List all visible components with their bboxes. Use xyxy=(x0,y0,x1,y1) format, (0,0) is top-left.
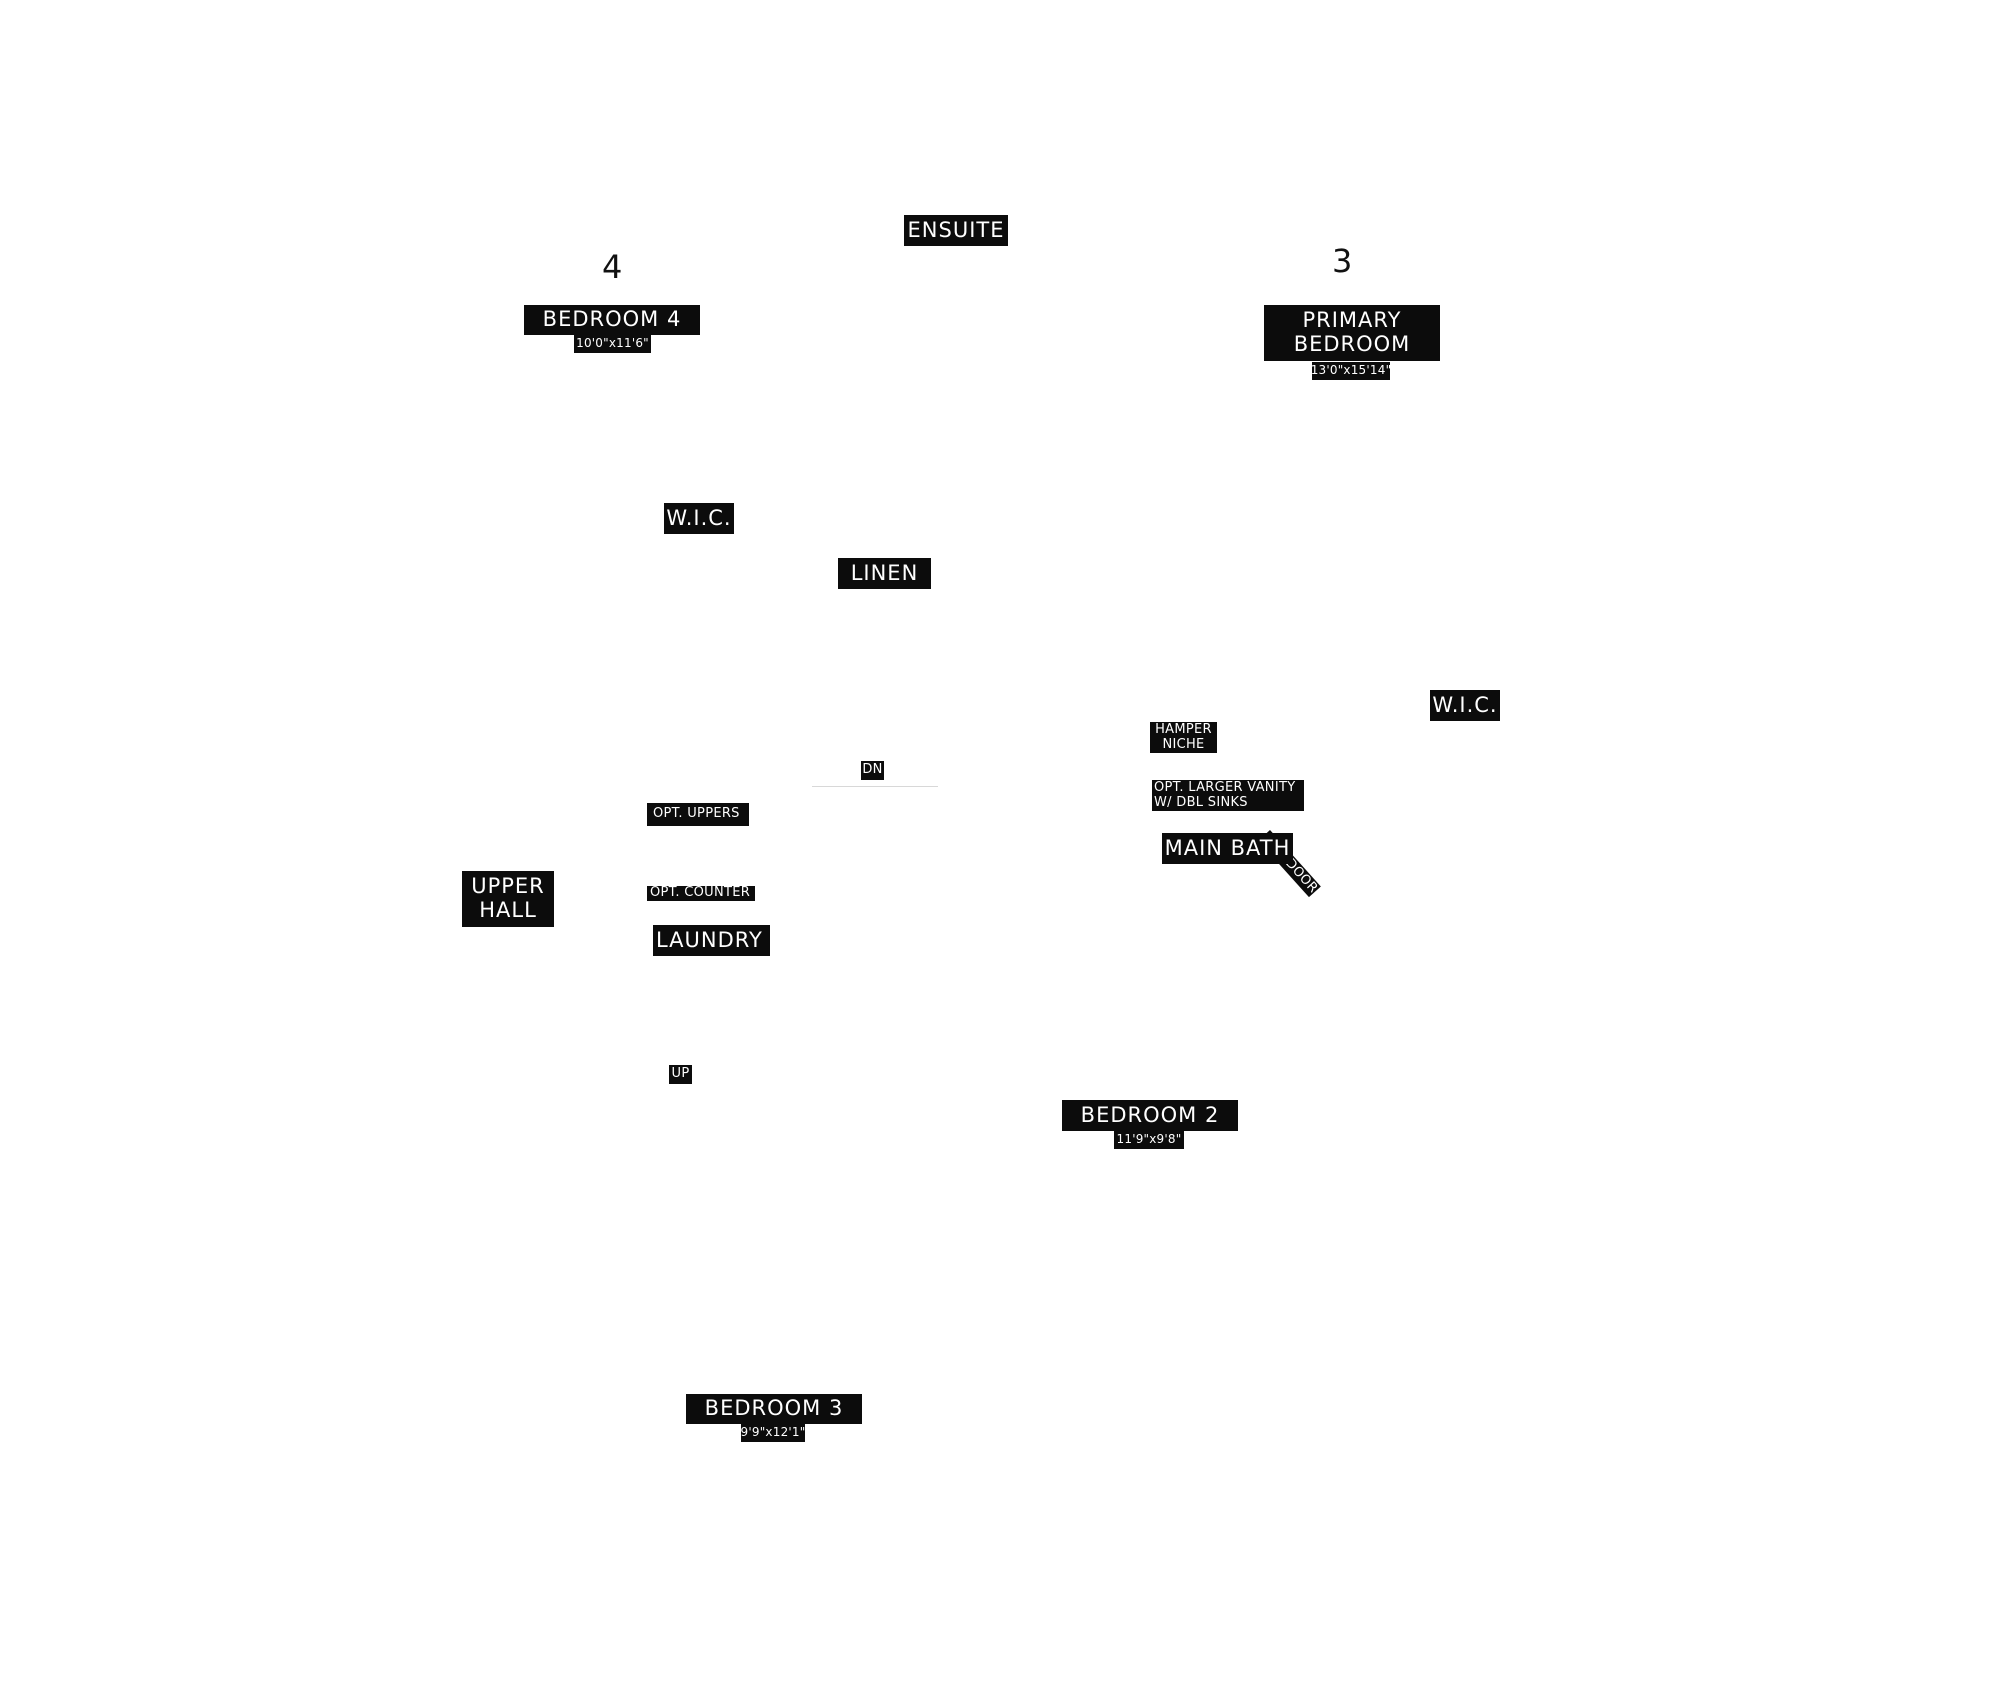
marker-3: 3 xyxy=(1332,242,1353,280)
opt-uppers-note: OPT. UPPERS xyxy=(647,803,749,826)
main-bath-label: MAIN BATH xyxy=(1162,833,1293,864)
hamper-niche-note: HAMPER NICHE xyxy=(1150,722,1217,753)
wic-left-label: W.I.C. xyxy=(664,503,734,534)
linen-label: LINEN xyxy=(838,558,931,589)
stair-down-label: DN xyxy=(861,761,884,780)
laundry-label: LAUNDRY xyxy=(653,925,770,956)
bedroom-2-size: 11'9"x9'8" xyxy=(1114,1131,1184,1149)
stair-up-label: UP xyxy=(669,1065,692,1084)
primary-bedroom-size: 13'0"x15'14" xyxy=(1311,362,1391,380)
opt-counter-note: OPT. COUNTER xyxy=(647,885,755,901)
bedroom-3-label: BEDROOM 3 xyxy=(686,1394,862,1424)
opt-vanity-note: OPT. LARGER VANITY W/ DBL SINKS xyxy=(1152,780,1304,811)
ensuite-label: ENSUITE xyxy=(904,215,1008,246)
bedroom-4-label: BEDROOM 4 xyxy=(524,305,700,335)
stair-line xyxy=(812,786,938,787)
bedroom-3-size: 9'9"x12'1" xyxy=(741,1424,805,1442)
marker-4: 4 xyxy=(602,248,623,286)
wic-right-label: W.I.C. xyxy=(1430,690,1500,721)
upper-hall-label: UPPER HALL xyxy=(462,871,554,927)
bedroom-2-label: BEDROOM 2 xyxy=(1062,1100,1238,1131)
bedroom-4-size: 10'0"x11'6" xyxy=(574,335,651,353)
primary-bedroom-label: PRIMARY BEDROOM xyxy=(1264,305,1440,361)
